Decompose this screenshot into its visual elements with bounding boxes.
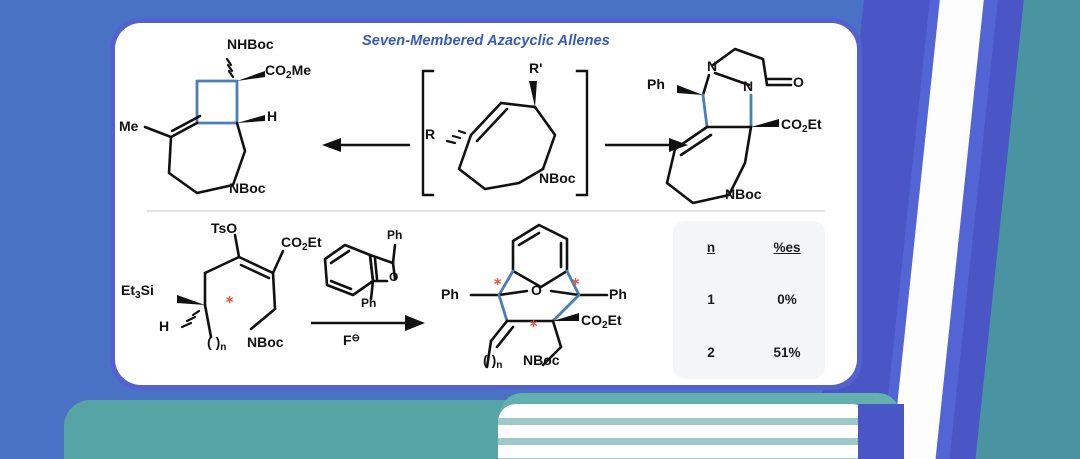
label-ph-adduct-right: Ph <box>609 286 627 302</box>
label-me: Me <box>119 118 139 134</box>
label-n2: N <box>743 78 754 94</box>
label-n-repeat-adduct: ( )n <box>483 352 503 371</box>
stereocenter-marker-adduct-2: ∗ <box>571 276 581 288</box>
label-co2et-substrate: CO2Et <box>281 234 322 253</box>
label-h-left: H <box>267 108 278 124</box>
label-n-repeat-substrate: ( )n <box>207 334 227 353</box>
label-nboc-left: NBoc <box>229 180 266 196</box>
label-o-ketone: O <box>793 74 804 90</box>
structure-diphenylisobenzofuran <box>323 243 397 301</box>
arrow-right-icon <box>605 138 688 152</box>
label-ph-adduct-left: Ph <box>441 286 459 302</box>
label-ph-furan-bottom: Ph <box>361 296 377 310</box>
content-card: Seven-Membered Azacyclic Allenes <box>115 23 857 385</box>
label-o-bridge: O <box>531 282 542 298</box>
structure-right-product <box>665 47 793 205</box>
label-co2et-adduct: CO2Et <box>581 312 622 331</box>
label-ph-furan-top: Ph <box>387 228 403 242</box>
label-nboc-adduct: NBoc <box>523 352 560 368</box>
arrow-left-icon <box>322 138 410 152</box>
table-cell-es-row1: 0% <box>777 292 797 308</box>
table-cell-n-row2: 2 <box>707 345 715 361</box>
stereocenter-marker-substrate: ∗ <box>225 294 235 306</box>
label-ph-right-product: Ph <box>647 76 665 92</box>
label-h-substrate: H <box>159 318 170 334</box>
table-cell-es-row2: 51% <box>773 345 801 361</box>
striped-card-right-mask <box>858 404 904 459</box>
stereocenter-marker-adduct-3: ∗ <box>529 318 539 330</box>
label-n1: N <box>707 58 718 74</box>
table-header-es: %es <box>773 239 801 255</box>
structure-left-product <box>143 57 265 195</box>
label-r: R <box>425 126 436 142</box>
scheme-title: Seven-Membered Azacyclic Allenes <box>362 33 610 49</box>
label-nhboc: NHBoc <box>227 36 274 52</box>
section-divider <box>147 210 825 212</box>
table-cell-n-row1: 1 <box>707 292 715 308</box>
arrow-reaction-icon <box>311 315 425 331</box>
results-table: n %es 1 0% 2 51% <box>673 221 825 379</box>
table-header-n: n <box>706 239 716 255</box>
bottom-striped-card <box>498 404 870 459</box>
label-co2me: CO2Me <box>265 62 312 81</box>
label-co2et-right: CO2Et <box>781 116 822 135</box>
structure-substrate <box>177 233 285 339</box>
label-fluoride-reagent: F⊖ <box>343 332 361 348</box>
label-nboc-center: NBoc <box>539 170 576 186</box>
stereocenter-marker-adduct-1: ∗ <box>493 276 503 288</box>
label-r-prime: R' <box>529 60 543 76</box>
label-et3si: Et3Si <box>121 282 154 301</box>
label-o-furan: O <box>389 270 399 284</box>
label-nboc-right: NBoc <box>725 186 762 202</box>
label-nboc-substrate: NBoc <box>247 334 284 350</box>
label-tso: TsO <box>211 220 238 236</box>
